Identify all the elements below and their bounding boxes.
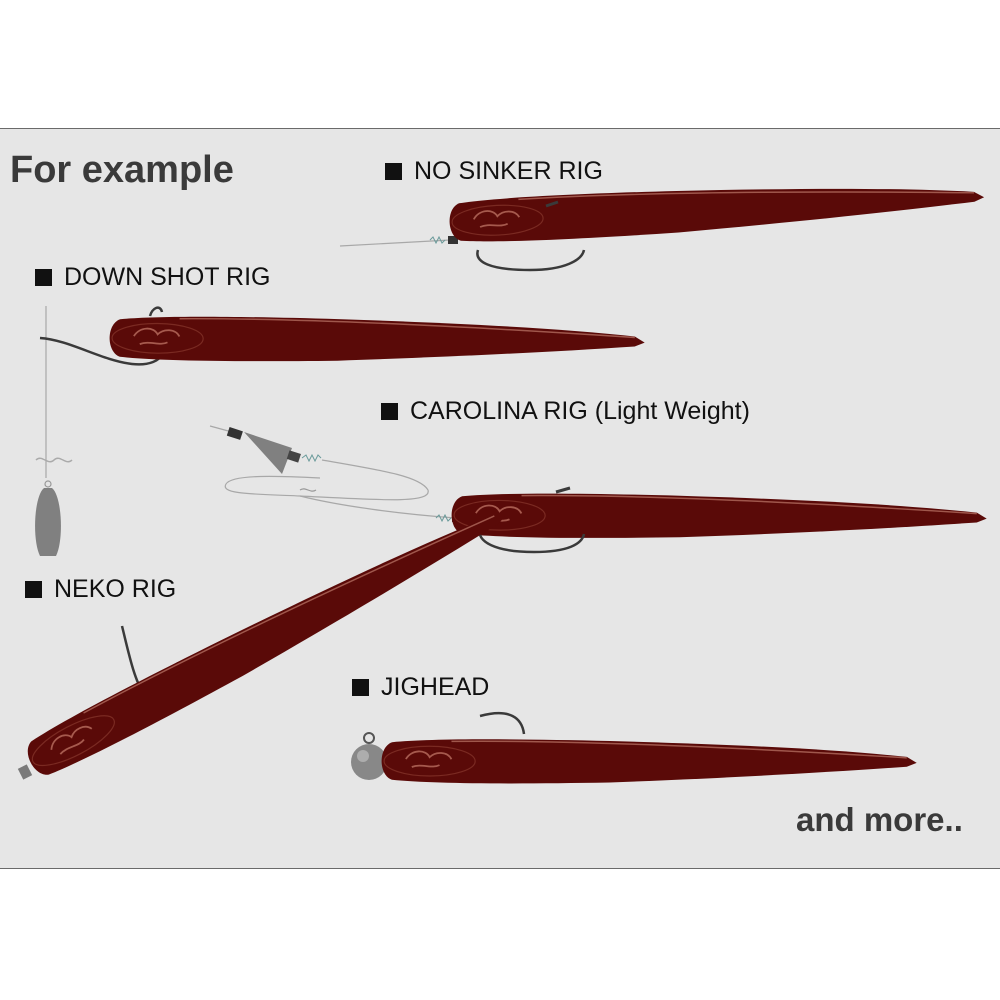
rig-label-no-sinker: NO SINKER RIG [385, 156, 603, 186]
rig-label-text: JIGHEAD [381, 673, 490, 701]
rig-label-jighead: JIGHEAD [352, 672, 489, 702]
and-more-text: and more.. [796, 801, 963, 838]
bullet-square-icon [352, 679, 369, 696]
jighead-illustration [351, 711, 918, 786]
bullet-square-icon [385, 163, 402, 180]
rig-label-down-shot: DOWN SHOT RIG [35, 262, 270, 292]
rig-label-text: NEKO RIG [54, 575, 177, 603]
carolina-rig-illustration [209, 425, 988, 554]
neko-rig-illustration [17, 495, 517, 784]
no-sinker-rig-illustration [339, 174, 987, 272]
rig-label-text: NO SINKER RIG [414, 157, 603, 185]
bullet-square-icon [25, 581, 42, 598]
down-shot-rig-illustration [35, 306, 646, 556]
bullet-square-icon [381, 403, 398, 420]
page-heading: For example [10, 149, 234, 191]
rig-label-carolina: CAROLINA RIG (Light Weight) [381, 396, 750, 426]
rig-label-neko: NEKO RIG [25, 574, 176, 604]
rig-label-text: DOWN SHOT RIG [64, 263, 271, 291]
rig-label-text: CAROLINA RIG (Light Weight) [410, 397, 750, 425]
bullet-square-icon [35, 269, 52, 286]
